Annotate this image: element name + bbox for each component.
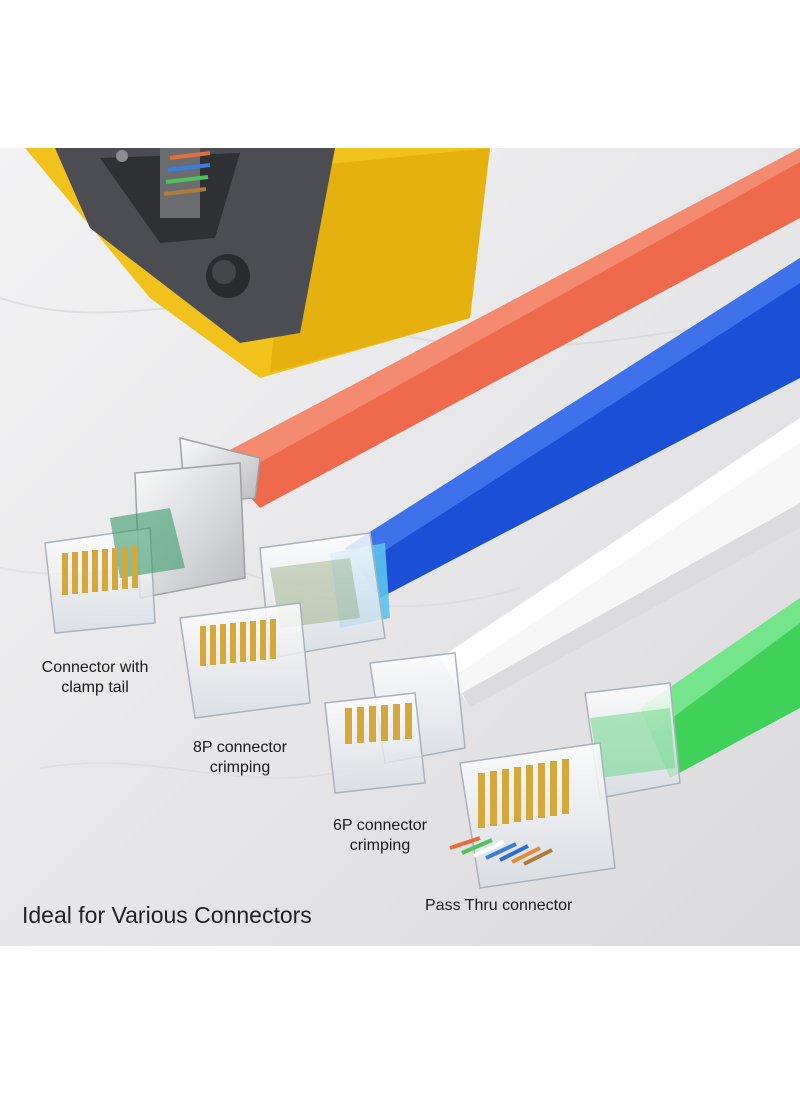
product-photo: Connector with clamp tail 8P connector c… [0, 148, 800, 946]
caption: Ideal for Various Connectors [22, 902, 312, 928]
white-cable [440, 418, 800, 708]
label-pass-thru: Pass Thru connector [425, 897, 573, 914]
connector-pins [345, 703, 412, 744]
blue-cable [345, 258, 800, 598]
pass-thru-wires [449, 836, 553, 866]
tool-wires [163, 151, 211, 196]
connector-6p [324, 652, 466, 794]
red-cable [215, 148, 800, 508]
label-8p-connector: 8P connector crimping [193, 739, 287, 776]
connector-pins [478, 759, 569, 828]
connector-pass-thru [449, 682, 681, 889]
green-cable [640, 598, 800, 778]
label-6p-connector: 6P connector crimping [333, 817, 427, 854]
connector-clamp-tail [44, 437, 261, 634]
connector-8p [179, 532, 390, 719]
crimping-tool [25, 148, 490, 378]
connector-pins [200, 619, 276, 666]
label-clamp-tail: Connector with clamp tail [41, 659, 149, 696]
connector-pins [62, 546, 138, 595]
marble-vein [39, 762, 361, 779]
